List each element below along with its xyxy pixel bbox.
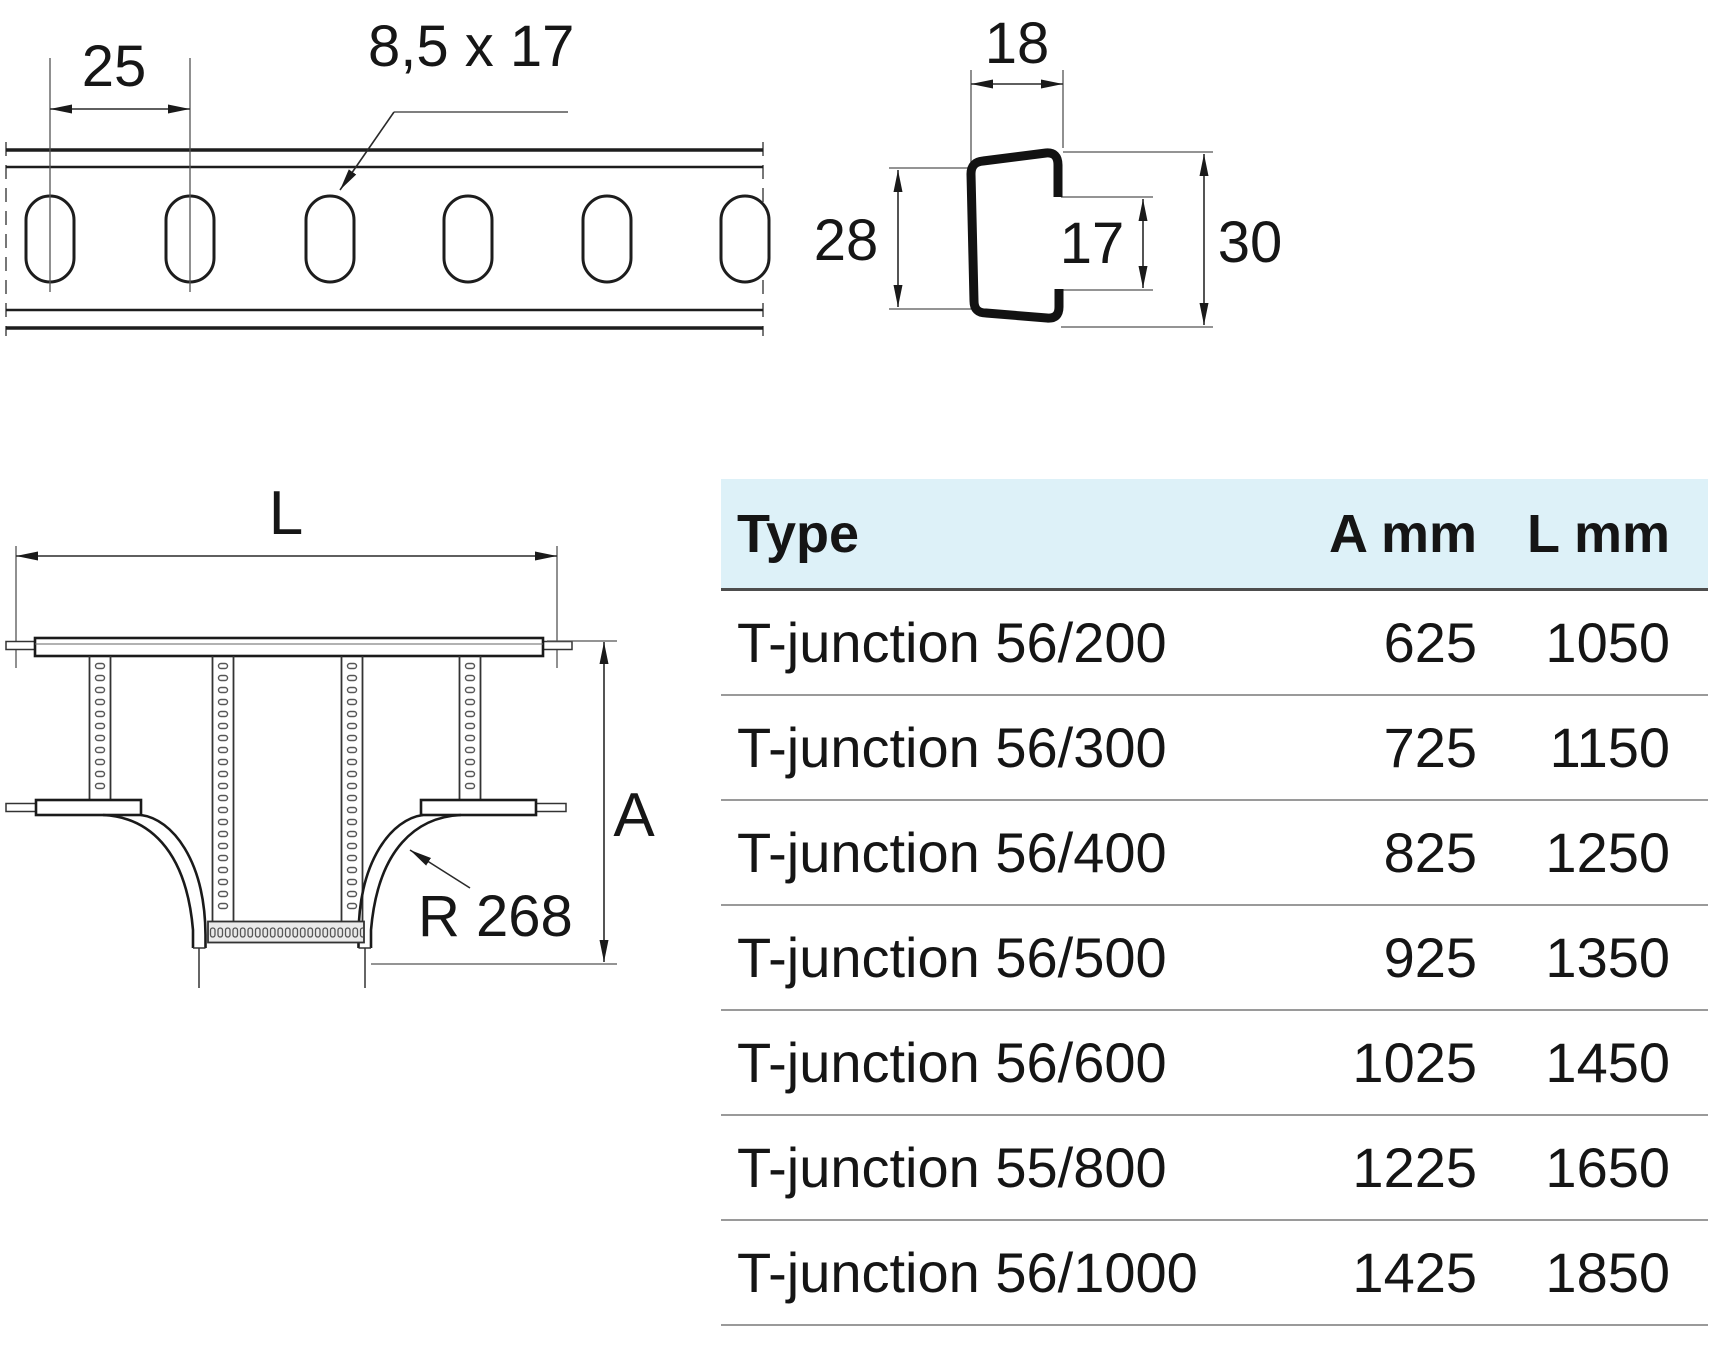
cell-type: T-junction 56/1000 [737,1241,1198,1304]
profile-opening-height-label: 17 [1060,211,1125,276]
pitch-dimension: 25 [50,34,190,114]
cell-a-mm: 825 [1383,821,1477,884]
tee-stem-cut-marks [193,947,371,988]
column-header-a-mm: A mm [1328,503,1477,564]
cell-type: T-junction 56/500 [737,926,1167,989]
slot [304,194,356,284]
cell-type: T-junction 56/300 [737,716,1167,779]
tee-left-arm [34,798,143,817]
spec-table-header-row: Type A mm L mm [721,479,1708,591]
column-header-type: Type [737,503,860,564]
table-row: T-junction 56/200 625 1050 [721,591,1708,696]
table-row: T-junction 55/800 1225 1650 [721,1116,1708,1221]
tee-rail-perforations [90,660,480,912]
cell-l-mm: 1150 [1549,716,1670,779]
table-row: T-junction 56/500 925 1350 [721,906,1708,1011]
slot [442,194,494,284]
table-row: T-junction 56/400 825 1250 [721,801,1708,906]
profile-dimension-lines [893,79,1209,325]
c-profile-outline [966,148,1064,323]
spec-table: Type A mm L mm T-junction 56/200 625 105… [721,479,1708,1326]
cell-type: T-junction 56/200 [737,611,1167,674]
cell-a-mm: 1425 [1352,1241,1477,1304]
profile-extension-lines [889,70,1213,328]
cell-l-mm: 1850 [1545,1241,1670,1304]
cell-type: T-junction 55/800 [737,1136,1167,1199]
cell-a-mm: 1225 [1352,1136,1477,1199]
profile-top-width-label: 18 [985,11,1050,76]
cell-a-mm: 1025 [1352,1031,1477,1094]
tee-height-dimension: A [371,640,655,965]
cell-l-mm: 1350 [1545,926,1670,989]
tee-length-dimension: L [15,479,558,668]
tee-height-label: A [613,781,655,850]
profile-left-height-label: 28 [814,208,879,273]
tee-length-label: L [269,479,303,548]
table-row: T-junction 56/300 725 1150 [721,696,1708,801]
cell-l-mm: 1050 [1545,611,1670,674]
tee-bottom-strip [207,920,365,944]
strip-drawing: 25 8,5 x 17 [5,14,771,336]
tee-radius-label: R 268 [418,884,573,949]
slot [719,194,771,284]
profile-drawing: 18 28 17 30 [814,11,1283,328]
profile-total-height-label: 30 [1218,210,1283,275]
cell-a-mm: 625 [1383,611,1477,674]
tee-radius-callout: R 268 [409,849,573,949]
tee-top-rail [33,636,545,658]
pitch-dimension-label: 25 [82,34,147,99]
cell-a-mm: 725 [1383,716,1477,779]
cell-l-mm: 1650 [1545,1136,1670,1199]
slot-size-label: 8,5 x 17 [368,14,574,79]
cell-type: T-junction 56/400 [737,821,1167,884]
slot [581,194,633,284]
cell-l-mm: 1250 [1545,821,1670,884]
table-row: T-junction 56/1000 1425 1850 [721,1221,1708,1326]
cell-l-mm: 1450 [1545,1031,1670,1094]
table-row: T-junction 56/600 1025 1450 [721,1011,1708,1116]
strip-slots [24,194,771,284]
cell-type: T-junction 56/600 [737,1031,1167,1094]
tee-right-arm [419,798,538,817]
tee-side-rails [88,656,482,921]
column-header-l-mm: L mm [1526,503,1670,564]
tee-drawing: L [5,479,655,988]
cell-a-mm: 925 [1383,926,1477,989]
slot-size-callout: 8,5 x 17 [339,14,574,191]
